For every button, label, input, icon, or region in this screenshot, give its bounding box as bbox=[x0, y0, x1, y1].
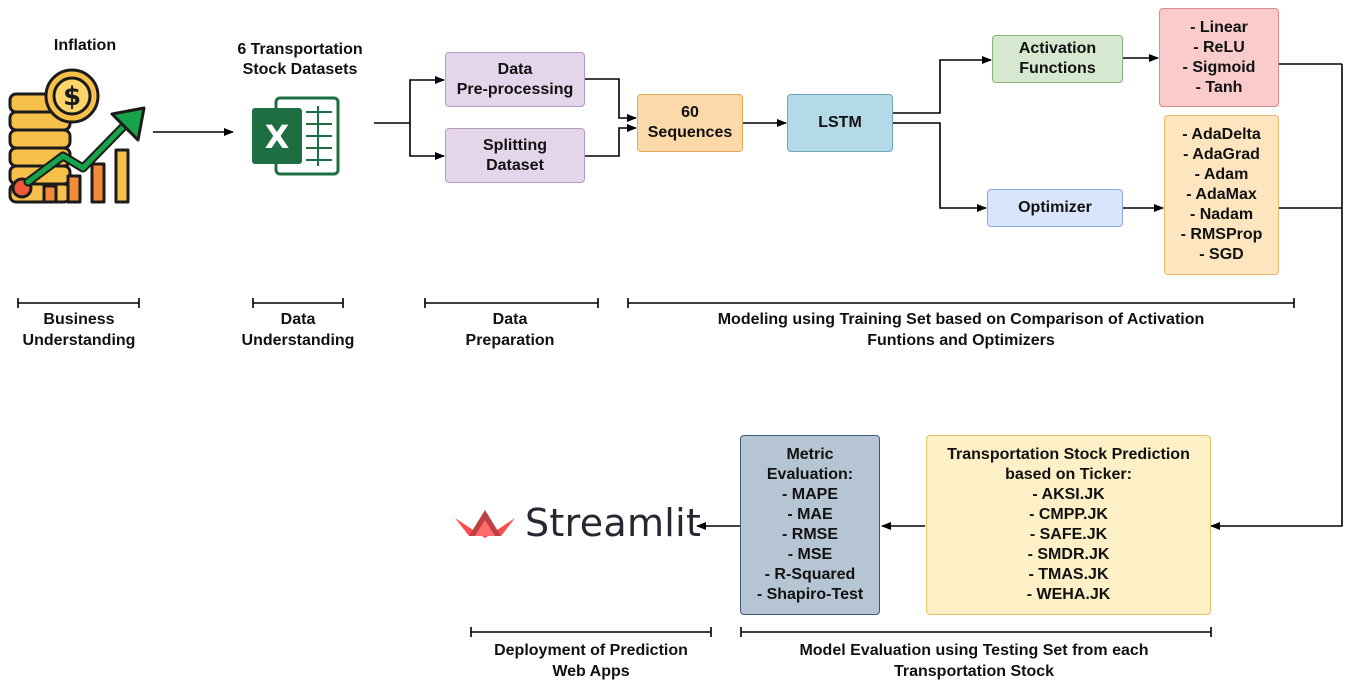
optimizer-list-node: - AdaDelta - AdaGrad - Adam - AdaMax - N… bbox=[1164, 115, 1279, 275]
phase-model-evaluation: Model Evaluation using Testing Set from … bbox=[799, 642, 1149, 680]
phase-data-understanding: Data Understanding bbox=[241, 311, 355, 349]
arrow-rail-to-prediction bbox=[1210, 64, 1343, 530]
datasets-title: 6 Transportation Stock Datasets bbox=[237, 41, 363, 78]
activation-functions-node: Activation Functions bbox=[992, 35, 1123, 83]
streamlit-logo-icon bbox=[455, 510, 515, 538]
arrow-lstm-to-activation bbox=[893, 56, 992, 114]
phase-business-understanding: Business Understanding bbox=[22, 311, 136, 349]
arrow-lstm-to-optimizer bbox=[893, 122, 987, 212]
metric-evaluation-node: Metric Evaluation: - MAPE - MAE - RMSE -… bbox=[740, 435, 880, 615]
optimizer-node: Optimizer bbox=[987, 189, 1123, 227]
excel-icon: X bbox=[252, 96, 340, 176]
inflation-title: Inflation bbox=[53, 37, 117, 54]
phase-data-preparation: Data Preparation bbox=[465, 311, 555, 349]
activation-list-node: - Linear - ReLU - Sigmoid - Tanh bbox=[1159, 8, 1279, 107]
bracket-data-preparation bbox=[424, 298, 599, 308]
arrow-splitting-to-sequences bbox=[585, 124, 637, 157]
inflation-coins-chart-icon: $ bbox=[8, 68, 146, 204]
svg-text:X: X bbox=[265, 118, 290, 156]
arrow-datasets-to-splitting bbox=[409, 123, 445, 160]
phase-modeling: Modeling using Training Set based on Com… bbox=[717, 311, 1205, 349]
arrow-preprocessing-to-sequences bbox=[585, 78, 637, 122]
lstm-node: LSTM bbox=[787, 94, 893, 152]
sequences-node: 60 Sequences bbox=[637, 94, 743, 152]
bracket-deployment bbox=[470, 627, 712, 637]
bracket-business bbox=[17, 298, 140, 308]
svg-text:$: $ bbox=[63, 82, 81, 112]
streamlit-wordmark: Streamlit bbox=[525, 501, 702, 545]
prediction-node: Transportation Stock Prediction based on… bbox=[926, 435, 1211, 615]
bracket-modeling bbox=[627, 298, 1295, 308]
bracket-data-understanding bbox=[252, 298, 344, 308]
arrow-datasets-to-preprocessing bbox=[374, 76, 445, 124]
splitting-dataset-node: Splitting Dataset bbox=[445, 128, 585, 183]
phase-deployment: Deployment of Prediction Web Apps bbox=[494, 642, 688, 680]
bracket-evaluation bbox=[740, 627, 1212, 637]
preprocessing-node: Data Pre-processing bbox=[445, 52, 585, 107]
